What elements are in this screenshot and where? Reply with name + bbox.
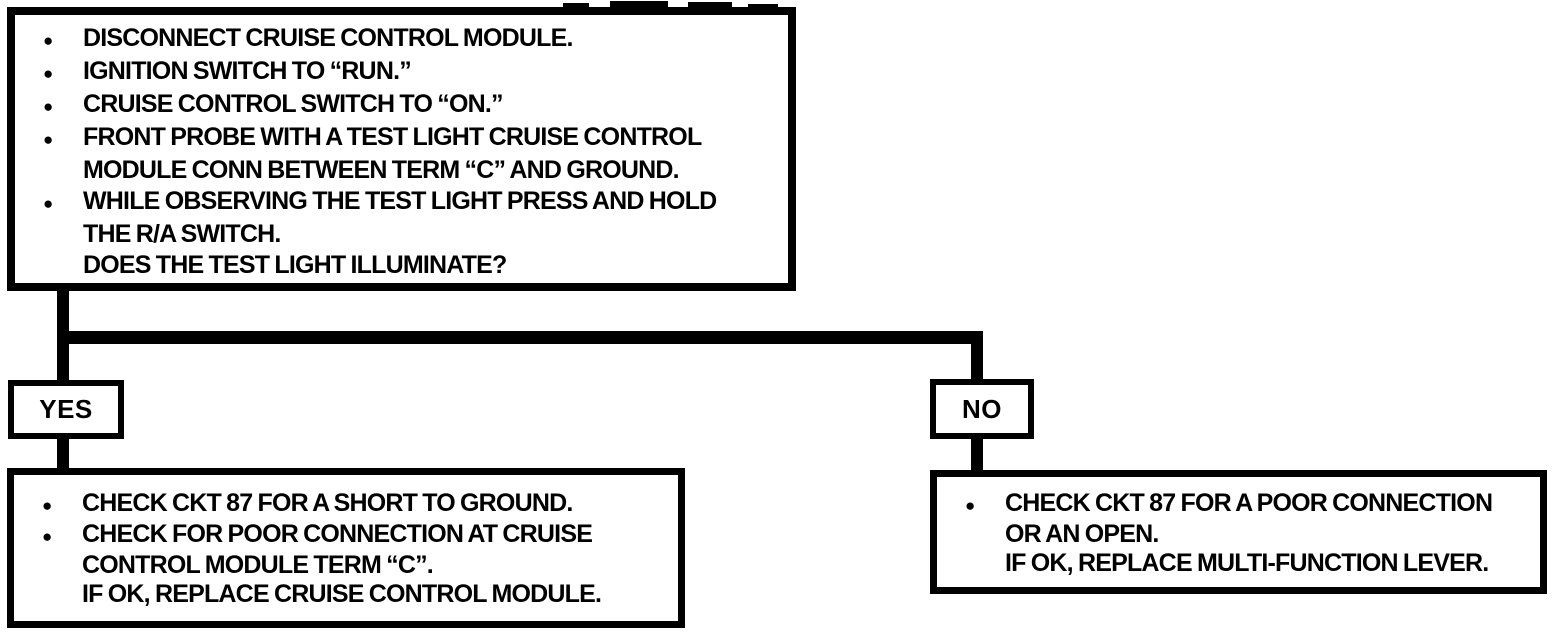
checklist-line: CONTROL MODULE TERM “C”. bbox=[34, 551, 672, 580]
bullet-dot: ● bbox=[43, 64, 54, 83]
checklist-line: ● FRONT PROBE WITH A TEST LIGHT CRUISE C… bbox=[35, 122, 782, 155]
checklist-text: FRONT PROBE WITH A TEST LIGHT CRUISE CON… bbox=[83, 123, 702, 151]
no-branch-label: NO bbox=[930, 379, 1034, 439]
checklist-line: ● WHILE OBSERVING THE TEST LIGHT PRESS A… bbox=[35, 186, 782, 219]
checklist-line: DOES THE TEST LIGHT ILLUMINATE? bbox=[35, 250, 782, 281]
yes-branch-label: YES bbox=[8, 380, 124, 439]
checklist-text: CHECK CKT 87 FOR A SHORT TO GROUND. bbox=[82, 489, 573, 517]
checklist-line: ● IGNITION SWITCH TO “RUN.” bbox=[35, 56, 782, 89]
connector-line-branch-horizontal bbox=[57, 331, 983, 344]
connector-line-branch-to-no bbox=[971, 331, 983, 381]
scan-noise-mark bbox=[688, 2, 732, 8]
checklist-text: CHECK CKT 87 FOR A POOR CONNECTION bbox=[1005, 489, 1493, 517]
question-box: ● DISCONNECT CRUISE CONTROL MODULE. ● IG… bbox=[7, 7, 796, 291]
scan-noise-mark bbox=[748, 4, 778, 9]
bullet-dot: ● bbox=[43, 194, 54, 213]
checklist-text: CHECK FOR POOR CONNECTION AT CRUISE bbox=[82, 520, 593, 548]
bullet-dot: ● bbox=[43, 97, 54, 116]
checklist-text: IF OK, REPLACE CRUISE CONTROL MODULE. bbox=[82, 580, 602, 608]
bullet-dot: ● bbox=[43, 31, 54, 50]
no-action-box: ● CHECK CKT 87 FOR A POOR CONNECTION OR … bbox=[930, 470, 1547, 594]
checklist-line: MODULE CONN BETWEEN TERM “C” AND GROUND. bbox=[35, 155, 782, 186]
checklist-line: IF OK, REPLACE CRUISE CONTROL MODULE. bbox=[34, 580, 672, 609]
checklist-text: CONTROL MODULE TERM “C”. bbox=[82, 551, 434, 579]
scan-noise-mark bbox=[563, 3, 589, 8]
checklist-text: DOES THE TEST LIGHT ILLUMINATE? bbox=[83, 251, 507, 279]
yes-label-text: YES bbox=[39, 394, 93, 424]
checklist-text: DISCONNECT CRUISE CONTROL MODULE. bbox=[83, 24, 573, 52]
bullet-dot: ● bbox=[42, 527, 53, 546]
checklist-text: MODULE CONN BETWEEN TERM “C” AND GROUND. bbox=[83, 156, 680, 184]
checklist-text: WHILE OBSERVING THE TEST LIGHT PRESS AND… bbox=[83, 187, 717, 215]
bullet-dot: ● bbox=[43, 130, 54, 149]
connector-line-no-to-action bbox=[971, 437, 983, 472]
checklist-line: ● DISCONNECT CRUISE CONTROL MODULE. bbox=[35, 23, 782, 56]
checklist-text: CRUISE CONTROL SWITCH TO “ON.” bbox=[83, 90, 504, 118]
checklist-line: ● CRUISE CONTROL SWITCH TO “ON.” bbox=[35, 89, 782, 122]
checklist-text: IF OK, REPLACE MULTI-FUNCTION LEVER. bbox=[1005, 549, 1489, 577]
checklist-line: IF OK, REPLACE MULTI-FUNCTION LEVER. bbox=[957, 549, 1534, 578]
checklist-text: IGNITION SWITCH TO “RUN.” bbox=[83, 57, 412, 85]
connector-line-yes-to-action bbox=[57, 437, 69, 470]
no-label-text: NO bbox=[962, 394, 1002, 424]
scan-noise-mark bbox=[610, 1, 668, 8]
checklist-text: THE R/A SWITCH. bbox=[83, 220, 281, 248]
bullet-dot: ● bbox=[965, 496, 976, 515]
checklist-line: ● CHECK CKT 87 FOR A SHORT TO GROUND. bbox=[34, 489, 672, 520]
checklist-text: OR AN OPEN. bbox=[1005, 520, 1159, 548]
checklist-line: OR AN OPEN. bbox=[957, 520, 1534, 549]
checklist-line: THE R/A SWITCH. bbox=[35, 219, 782, 250]
yes-action-box: ● CHECK CKT 87 FOR A SHORT TO GROUND. ● … bbox=[7, 468, 685, 628]
bullet-dot: ● bbox=[42, 496, 53, 515]
checklist-line: ● CHECK FOR POOR CONNECTION AT CRUISE bbox=[34, 520, 672, 551]
checklist-line: ● CHECK CKT 87 FOR A POOR CONNECTION bbox=[957, 489, 1534, 520]
